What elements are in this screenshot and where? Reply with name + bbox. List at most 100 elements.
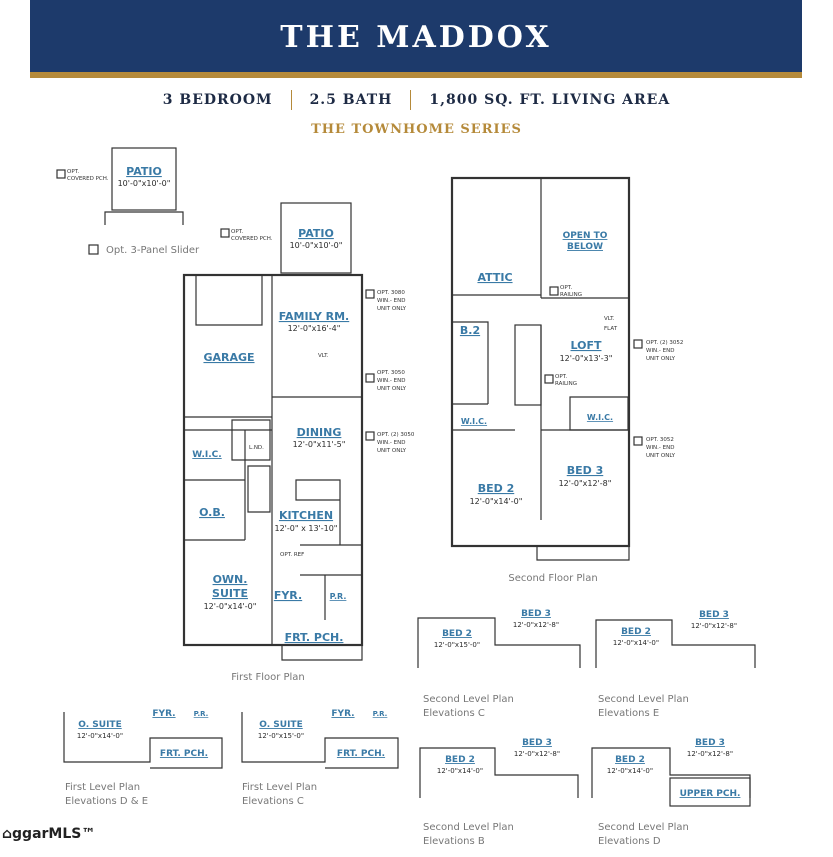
elev-d-upper-porch: UPPER PCH.: [680, 789, 741, 799]
win-note-c3: UNIT ONLY: [377, 448, 407, 454]
alt-patio-dim: 10'-0"x10'-0": [118, 179, 171, 188]
first-de-suite-dim: 12'-0"x14'-0": [77, 732, 123, 740]
win-note-b2: WIN.- END: [377, 378, 405, 384]
series-name: THE TOWNHOME SERIES: [311, 122, 522, 137]
wic-outline: [569, 396, 629, 431]
elev-b-bed3-dim: 12'-0"x12'-8": [514, 750, 560, 758]
first-c-suite: O. SUITE: [259, 720, 302, 730]
living-area: 1,800 SQ. FT. LIVING AREA: [429, 92, 671, 108]
elev-c-caption-2: Elevations C: [423, 708, 485, 719]
elev-d-bed2-dim: 12'-0"x14'-0": [607, 767, 653, 775]
plan-title: THE MADDOX: [280, 20, 552, 55]
win-note-d3: UNIT ONLY: [646, 356, 676, 362]
win-note-b3: UNIT ONLY: [377, 386, 407, 392]
first-floor-caption: First Floor Plan: [231, 672, 305, 683]
slider-label: Opt. 3-Panel Slider: [106, 245, 200, 256]
mls-logo: ⌂ggarMLS™: [2, 826, 95, 842]
elev-e-bed2-dim: 12'-0"x14'-0": [613, 639, 659, 647]
elev-d-bed3: BED 3: [695, 738, 725, 748]
wic-label-b: W.I.C.: [587, 413, 613, 422]
second-floor-caption: Second Floor Plan: [508, 573, 597, 584]
bedroom-count: 3 BEDROOM: [162, 92, 273, 108]
win-note-c1: OPT. (2) 3050: [377, 432, 415, 438]
mls-logo-text: ggarMLS™: [12, 826, 96, 842]
laundry-note: L.ND.: [249, 445, 264, 451]
front-porch-label: FRT. PCH.: [285, 631, 344, 644]
elev-b-bed3: BED 3: [522, 738, 552, 748]
family-room-label: FAMILY RM.: [279, 310, 350, 323]
railing-checkbox-b: [544, 374, 554, 384]
elev-e-outline: [595, 619, 756, 668]
house-icon: ⌂: [2, 826, 13, 842]
elev-c-outline: [417, 617, 581, 668]
win-checkbox-d: [633, 339, 643, 349]
wic-label: W.I.C.: [192, 450, 221, 460]
win-checkbox-c: [365, 431, 375, 441]
patio-outline: [280, 202, 352, 274]
flat-note: FLAT: [604, 326, 618, 332]
elev-d-bed2: BED 2: [615, 755, 645, 765]
alt-patio-label: PATIO: [126, 165, 162, 178]
patio-dim: 10'-0"x10'-0": [290, 241, 343, 250]
elev-c-bed3-dim: 12'-0"x12'-8": [513, 621, 559, 629]
first-floor-outline: [182, 273, 364, 647]
win-note-e3: UNIT ONLY: [646, 453, 676, 459]
divider: [410, 90, 412, 110]
elev-c-caption-1: Second Level Plan: [423, 694, 514, 705]
open-below-label-1: OPEN TO: [563, 231, 608, 241]
elev-b-outline: [419, 747, 579, 798]
railing-note-a2: RAILING: [560, 292, 582, 298]
alt-patio-wall: [104, 211, 184, 225]
win-checkbox-a: [365, 289, 375, 299]
elev-d-caption-1: Second Level Plan: [598, 822, 689, 833]
first-floor-walls-2: [184, 429, 272, 646]
first-de-foyer: FYR.: [152, 709, 175, 719]
kitchen-dim: 12'-0" x 13'-10": [275, 524, 338, 533]
elev-e-bed2: BED 2: [621, 627, 651, 637]
win-note-e1: OPT. 3052: [646, 437, 674, 443]
win-note-a2: WIN.- END: [377, 298, 405, 304]
first-c-powder: P.R.: [373, 710, 388, 718]
win-note-b1: OPT. 3050: [377, 370, 405, 376]
divider: [290, 90, 292, 110]
covered-checkbox: [220, 228, 230, 238]
win-note-a1: OPT. 3080: [377, 290, 405, 296]
first-c-outline: [241, 712, 399, 769]
elev-b-bed2-dim: 12'-0"x14'-0": [437, 767, 483, 775]
first-c-foyer: FYR.: [331, 709, 354, 719]
bath-count: 2.5 BATH: [309, 92, 393, 108]
bed-2-dim: 12'-0"x14'-0": [470, 497, 523, 506]
win-note-c2: WIN.- END: [377, 440, 405, 446]
win-note-d1: OPT. (2) 3052: [646, 340, 683, 346]
alt-patio-outline: [111, 147, 177, 211]
dining-label: DINING: [297, 426, 342, 439]
covered-note-1: OPT.: [231, 229, 243, 235]
owners-suite-dim: 12'-0"x14'-0": [204, 602, 257, 611]
stair-outline: [231, 419, 271, 513]
title-banner: THE MADDOX: [30, 0, 802, 78]
elev-b-caption-2: Elevations B: [423, 836, 485, 847]
second-floor-walls: [452, 178, 629, 430]
win-note-d2: WIN.- END: [646, 348, 674, 354]
first-de-caption-2: Elevations D & E: [65, 796, 148, 807]
first-de-caption-1: First Level Plan: [65, 782, 140, 793]
patio-label: PATIO: [298, 227, 334, 240]
plan-specs: 3 BEDROOM 2.5 BATH 1,800 SQ. FT. LIVING AR…: [0, 90, 833, 110]
front-porch-outline: [281, 645, 363, 661]
elev-d-caption-2: Elevations D: [598, 836, 661, 847]
elev-c-bed2: BED 2: [442, 629, 472, 639]
open-below-label-2: BELOW: [567, 242, 603, 252]
alt-note-2: COVERED PCH.: [67, 176, 109, 182]
railing-note-b2: RAILING: [555, 381, 577, 387]
stair-outline-2: [514, 324, 542, 406]
first-c-caption-2: Elevations C: [242, 796, 304, 807]
elev-c-bed3: BED 3: [521, 609, 551, 619]
bed-3-dim: 12'-0"x12'-8": [559, 479, 612, 488]
dining-dim: 12'-0"x11'-5": [293, 440, 346, 449]
first-c-caption-1: First Level Plan: [242, 782, 317, 793]
bath-walls: [452, 321, 489, 404]
elev-b-caption-1: Second Level Plan: [423, 822, 514, 833]
elev-e-bed3: BED 3: [699, 610, 729, 620]
loft-label: LOFT: [571, 339, 602, 352]
